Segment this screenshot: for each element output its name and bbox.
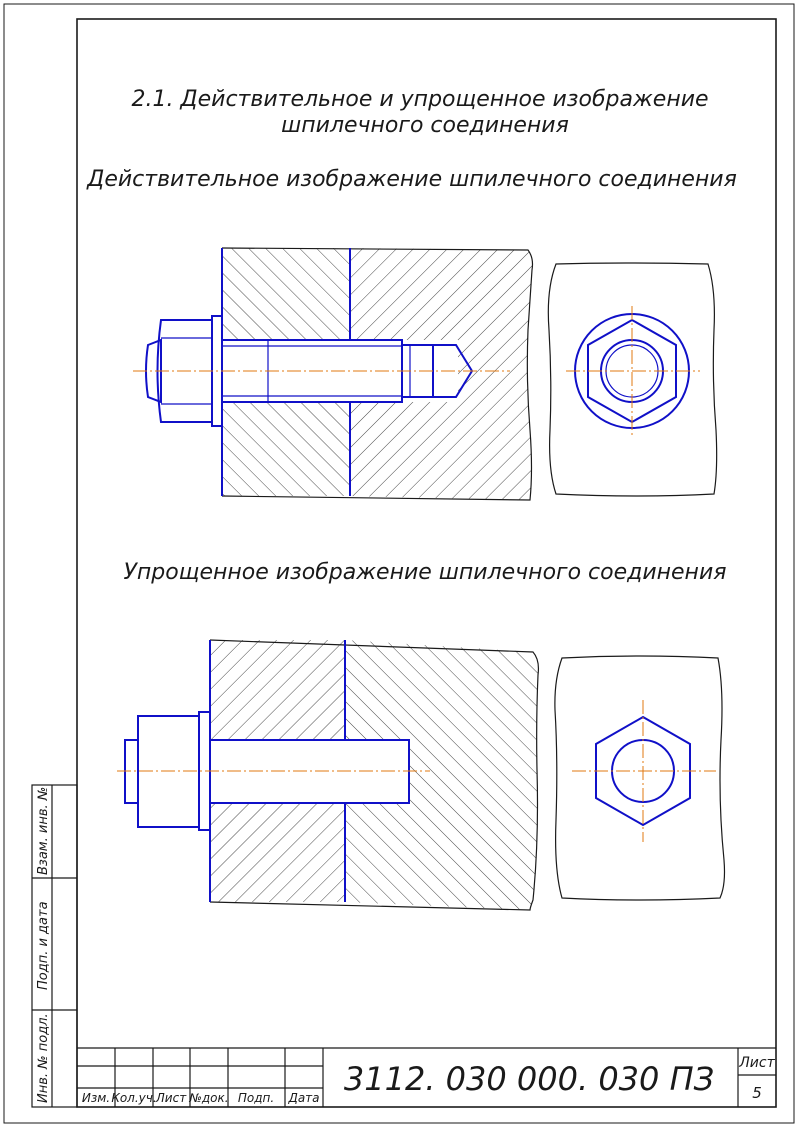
tb-col-ndok: №док.: [188, 1091, 228, 1105]
simplified-section-view: [117, 639, 540, 911]
section-title-line2: шпилечного соединения: [281, 113, 569, 138]
simplified-view-title: Упрощенное изображение шпилечного соедин…: [124, 560, 727, 585]
sheet-frame: [76, 18, 777, 1108]
actual-top-view: [547, 262, 718, 497]
stamp-podp-data: Подп. и дата: [36, 901, 51, 990]
actual-view-title: Действительное изображение шпилечного со…: [86, 167, 737, 192]
tb-col-podp: Подп.: [238, 1091, 274, 1105]
sheet-label: Лист: [738, 1055, 775, 1071]
tb-col-koluch: Кол.уч.: [111, 1091, 156, 1105]
section-title-line1: 2.1. Действительное и упрощенное изображ…: [131, 87, 708, 112]
title-block: Изм. Кол.уч. Лист №док. Подп. Дата 3112.…: [77, 1047, 776, 1107]
stamp-inv-zam: Взам. инв. №: [36, 787, 51, 875]
tb-col-list: Лист: [155, 1091, 187, 1105]
stamp-inv-podl: Инв. № подл.: [36, 1013, 51, 1103]
side-stamp: Взам. инв. № Подп. и дата Инв. № подл.: [31, 784, 78, 1108]
tb-col-data: Дата: [287, 1091, 319, 1105]
tb-col-izm: Изм.: [82, 1091, 110, 1105]
actual-section-view: [133, 247, 534, 501]
document-designation: 3112. 030 000. 030 ПЗ: [344, 1060, 714, 1098]
simplified-top-view: [554, 655, 726, 901]
sheet-outer-border: [3, 3, 795, 1124]
sheet-number: 5: [752, 1084, 762, 1102]
body-section-simplified: [345, 640, 539, 910]
